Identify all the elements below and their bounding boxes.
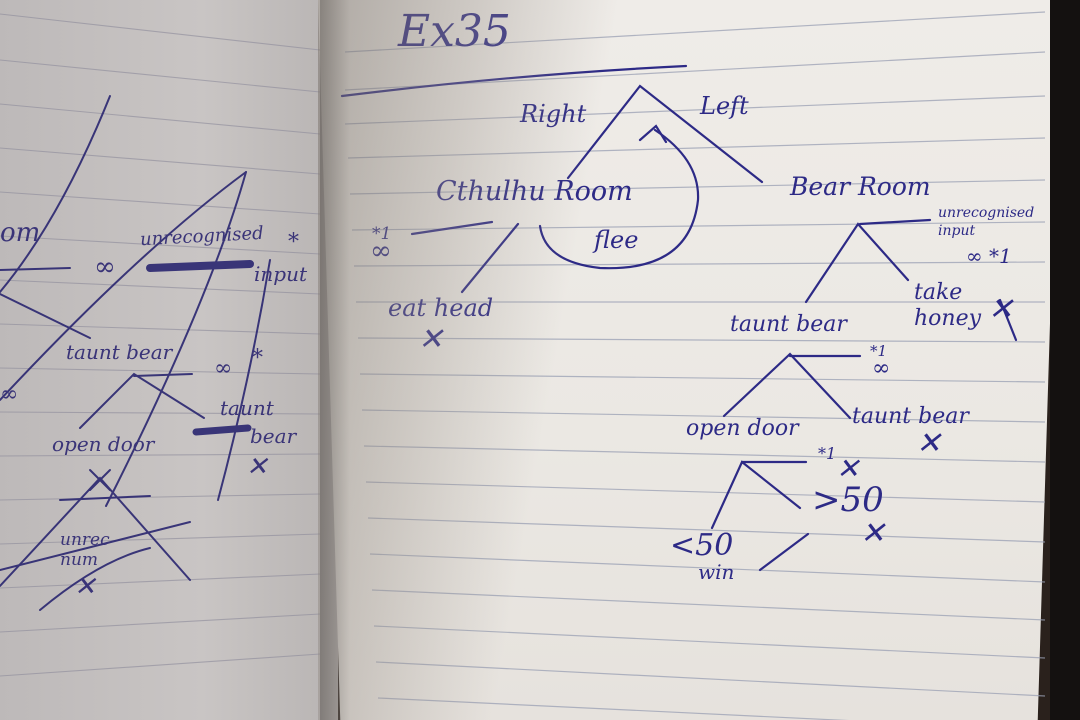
bear-room-branch — [804, 222, 910, 304]
open-door-label: open door — [686, 416, 799, 441]
left-scribble-out-1 — [146, 260, 254, 272]
rule-lines-right — [344, 11, 1046, 720]
left-page-ink — [0, 95, 271, 611]
left-star-mark-2: * — [252, 346, 263, 371]
left-infinity-mark-3: ∞ — [0, 382, 19, 407]
left-long-stroke-1 — [0, 95, 111, 293]
flee-arrowhead — [638, 124, 668, 144]
door-star-mark: *1 — [818, 444, 837, 463]
take-honey-cross: ✕ — [988, 292, 1014, 327]
taunt-bear-branch — [722, 352, 852, 420]
left-long-stroke-3 — [105, 171, 247, 507]
left-unrec-num-label: unrec num — [60, 530, 110, 570]
cthulhu-infinity-mark: ∞ — [370, 236, 392, 266]
left-infinity-mark-2: ∞ — [214, 356, 233, 381]
lt-fifty-label: <50 — [670, 528, 734, 563]
cthulhu-room-label: Cthulhu Room — [436, 176, 633, 207]
left-room-branch — [0, 267, 71, 271]
eat-head-branch — [460, 222, 520, 294]
gt-fifty-cross: ✕ — [860, 516, 886, 551]
gt-fifty-label: >50 — [812, 480, 884, 520]
left-star-cross — [89, 469, 111, 491]
win-tick — [758, 532, 810, 572]
eat-head-label: eat head — [388, 294, 494, 322]
left-cross-2: ✕ — [74, 572, 96, 602]
take-honey-label: take honey — [914, 280, 982, 331]
left-long-stroke-2 — [0, 171, 247, 401]
taunt-star-mark: *1 — [870, 342, 888, 360]
left-triangle — [0, 476, 191, 587]
left-room-fragment: om — [0, 218, 41, 248]
left-scribble-2 — [59, 495, 151, 501]
rule-lines-left — [0, 13, 321, 677]
unrecognised-input-label: unrecognised input — [938, 205, 1035, 239]
door-star-cross: ✕ — [836, 452, 860, 485]
exercise-heading: Ex35 — [398, 6, 511, 57]
unrecognised-branch — [858, 218, 932, 226]
taunt-bear-label: taunt bear — [730, 312, 847, 337]
left-taunt-star-line — [133, 373, 193, 377]
left-taunt-label: taunt — [220, 396, 274, 420]
left-taunt-bear-label: taunt bear — [66, 340, 173, 364]
left-room-branch-2 — [0, 293, 91, 339]
left-taunt-branch — [79, 372, 205, 429]
flee-label: flee — [594, 226, 639, 254]
unrecognised-mark: ∞ *1 — [966, 244, 1012, 268]
taunt-bear-again-cross: ✕ — [916, 426, 942, 461]
honey-cross-extra — [998, 298, 1018, 342]
left-scribble-out-2 — [192, 424, 252, 436]
left-open-door-label: open door — [52, 432, 155, 456]
left-cross-1: ✕ — [246, 452, 268, 482]
eat-head-cross: ✕ — [418, 322, 444, 357]
left-bear-label: bear — [250, 424, 297, 448]
door-branch — [710, 460, 802, 530]
win-label: win — [698, 560, 735, 584]
left-infinity-mark-1: ∞ — [94, 252, 116, 282]
left-long-stroke-4 — [217, 259, 271, 501]
left-input-label: input — [254, 262, 307, 286]
branch-right-label: Right — [520, 100, 587, 128]
bear-room-label: Bear Room — [790, 172, 931, 201]
taunt-infinity-mark: ∞ — [872, 356, 891, 381]
left-triangle-bar — [0, 521, 191, 571]
left-scribble-1 — [39, 547, 151, 611]
background-edge — [1050, 0, 1080, 720]
branch-left-label: Left — [700, 92, 749, 120]
taunt-bear-again-label: taunt bear — [852, 404, 969, 429]
left-star-mark-1: * — [288, 230, 299, 255]
